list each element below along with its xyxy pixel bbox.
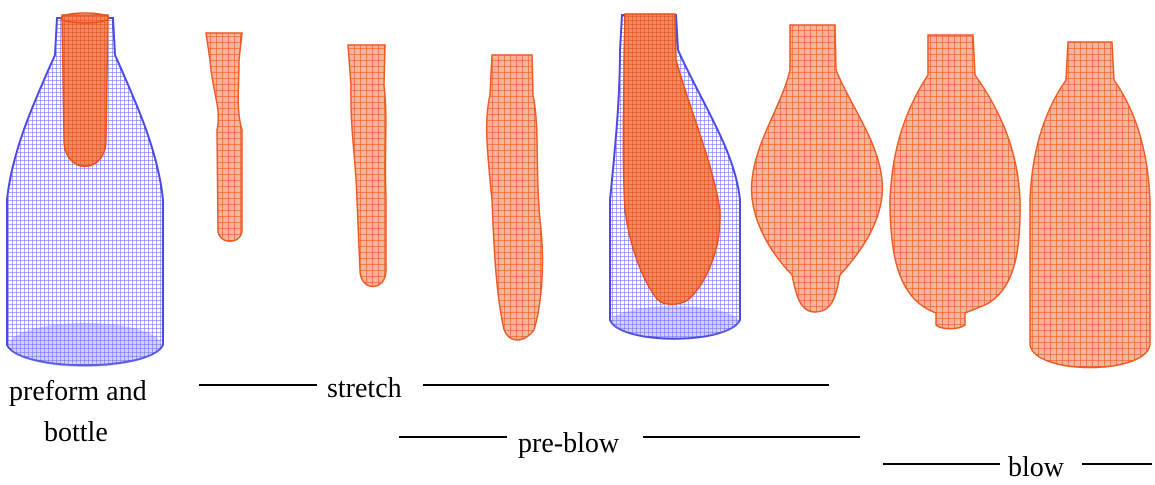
blow-stage-1-preform: [752, 25, 883, 312]
label-blow: blow: [1008, 451, 1064, 485]
bottle-base-2: [611, 306, 739, 338]
blow-stage-2-preform: [890, 35, 1020, 329]
preform-and-bottle-figure: [7, 13, 163, 367]
preform-in-bottle: [62, 15, 108, 166]
stretch-rule-left: [199, 384, 317, 386]
stretch-stage-3-preform: [487, 55, 543, 340]
bottle-base: [9, 323, 161, 367]
pre-blow-rule-right: [643, 436, 860, 438]
label-bottle: bottle: [44, 416, 108, 450]
label-pre-blow: pre-blow: [518, 427, 619, 461]
blow-rule-left: [883, 463, 1000, 465]
preform-pre-blow: [623, 14, 720, 305]
stretch-rule-right: [423, 384, 829, 386]
stretch-stage-2-preform: [348, 45, 386, 287]
pre-blow-in-bottle-figure: [610, 14, 740, 339]
stretch-stage-1-preform: [206, 33, 242, 241]
blow-rule-right: [1082, 463, 1152, 465]
label-preform-and: preform and: [9, 375, 147, 409]
pre-blow-rule-left: [399, 436, 507, 438]
blow-stage-3-preform: [1030, 42, 1150, 368]
label-stretch: stretch: [327, 372, 402, 406]
